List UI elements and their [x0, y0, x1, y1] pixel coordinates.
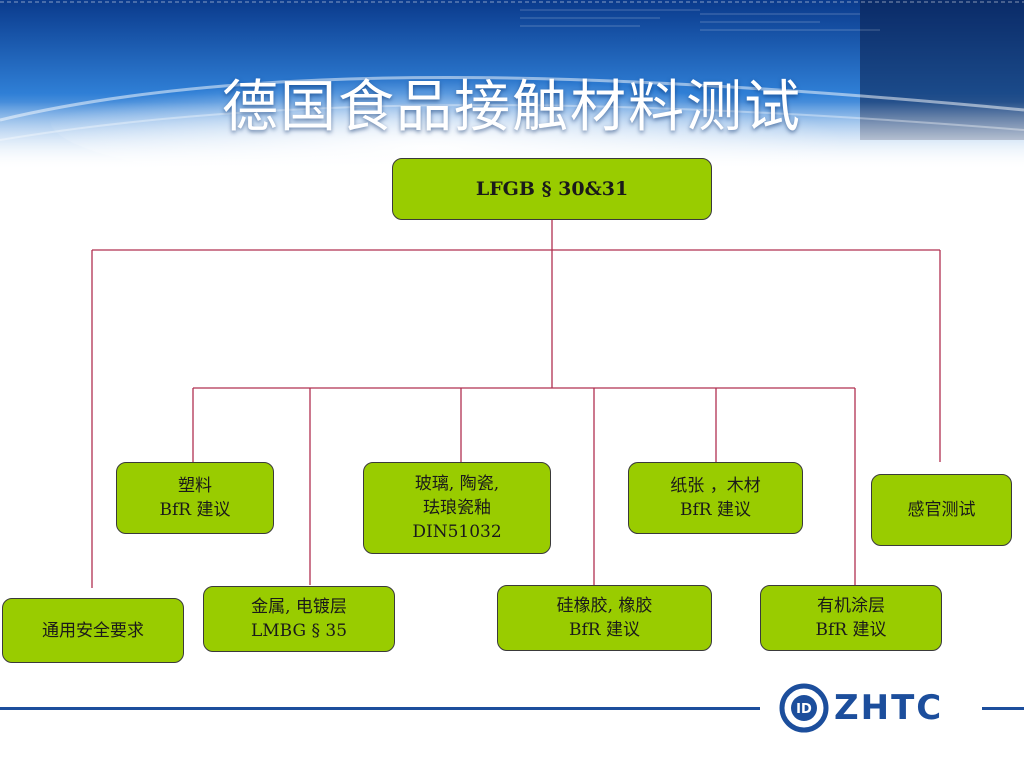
footer-divider-left [0, 707, 760, 710]
root-node-lfgb: LFGB § 30&31 [392, 158, 712, 220]
root-node-label: LFGB § 30&31 [475, 178, 629, 200]
node-sensory: 感官测试 [871, 474, 1012, 546]
node-paper-line1: 纸张 ，木材 [670, 476, 761, 496]
node-coating-line1: 有机涂层 [817, 596, 885, 616]
logo-mark-icon: ID [779, 683, 829, 733]
node-plastic: 塑料 BfR 建议 [116, 462, 274, 534]
node-glass: 玻璃, 陶瓷, 珐琅瓷釉 DIN51032 [363, 462, 551, 554]
node-general: 通用安全要求 [2, 598, 184, 663]
node-coating: 有机涂层 BfR 建议 [760, 585, 942, 651]
node-sensory-line1: 感官测试 [907, 500, 976, 520]
node-paper-line2: BfR 建议 [680, 500, 751, 520]
node-silicone-line1: 硅橡胶, 橡胶 [556, 596, 653, 616]
node-paper: 纸张 ，木材 BfR 建议 [628, 462, 803, 534]
node-general-line1: 通用安全要求 [42, 620, 144, 641]
node-plastic-line1: 塑料 [178, 476, 212, 496]
node-coating-line2: BfR 建议 [815, 620, 887, 640]
page-title: 德国食品接触材料测试 [222, 75, 802, 140]
logo-mark-text: ID [796, 702, 812, 717]
node-silicone: 硅橡胶, 橡胶 BfR 建议 [497, 585, 712, 651]
node-metal-line2: LMBG § 35 [250, 621, 348, 641]
node-metal: 金属, 电镀层 LMBG § 35 [203, 586, 395, 652]
zhtc-logo: ID ZHTC [772, 680, 982, 736]
node-glass-line1: 玻璃, 陶瓷, [414, 474, 500, 494]
node-glass-line3: DIN51032 [412, 522, 502, 542]
node-metal-line1: 金属, 电镀层 [251, 597, 347, 617]
node-glass-line2: 珐琅瓷釉 [423, 498, 491, 518]
footer-divider-right [982, 707, 1024, 710]
logo-text: ZHTC [834, 688, 944, 728]
header-banner [0, 0, 1024, 170]
node-silicone-line2: BfR 建议 [569, 620, 640, 640]
node-plastic-line2: BfR 建议 [159, 500, 231, 520]
